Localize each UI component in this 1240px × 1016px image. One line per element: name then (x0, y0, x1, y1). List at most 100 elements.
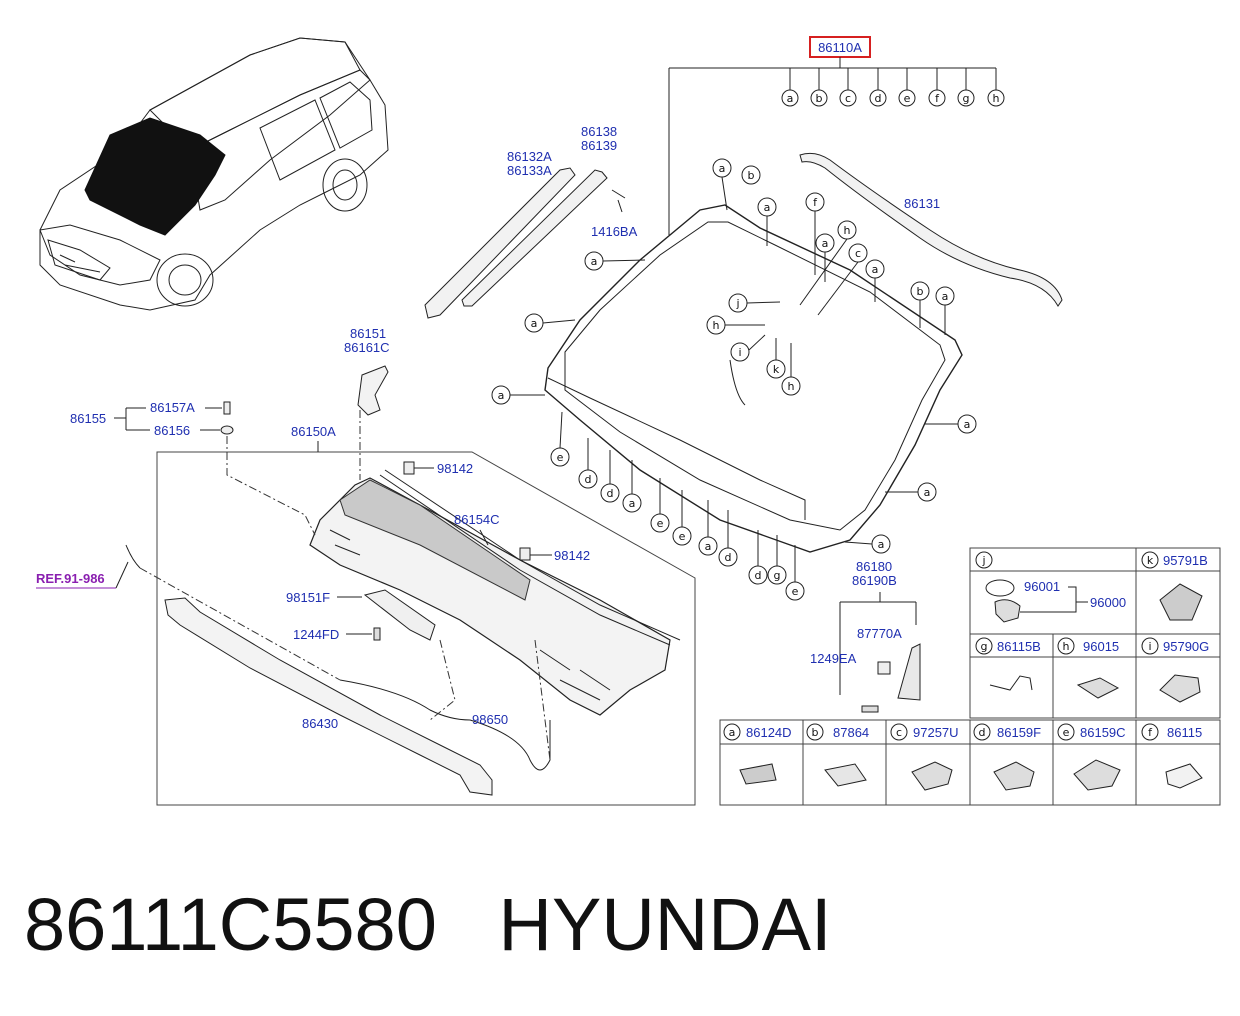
weatherstrip-86430[interactable] (164, 597, 493, 796)
callout: b (917, 285, 924, 298)
clip-1416BA (611, 189, 626, 213)
callout: d (607, 487, 614, 500)
callout: a (822, 237, 829, 250)
spacer-86124D-icon (739, 763, 777, 785)
part-label: 86131 (904, 196, 940, 211)
side-moulding-86132A[interactable] (424, 167, 576, 319)
leader-dash (534, 639, 551, 761)
clip-98142-2 (519, 547, 531, 561)
part-label: 98142 (554, 548, 590, 563)
part-label: 86180 (856, 559, 892, 574)
callout: j (735, 297, 739, 310)
cover-95791B-icon (1159, 583, 1203, 621)
letter-key: g (963, 92, 970, 105)
part-label: 86161C (344, 340, 390, 355)
part-label: 86155 (70, 411, 106, 426)
parts-diagram: 86110A a b c d e f g h 86132A 86133A 861… (36, 36, 1221, 806)
part-label: 86132A (507, 149, 552, 164)
callout: b (748, 169, 755, 182)
letter-key: h (993, 92, 1000, 105)
wire-86115B-icon (989, 675, 1033, 691)
svg-text:k: k (1147, 554, 1154, 567)
part-label: 87770A (857, 626, 902, 641)
part-label: 1244FD (293, 627, 339, 642)
part-label: 86151 (350, 326, 386, 341)
part-label: 86154C (454, 512, 500, 527)
callout: a (964, 418, 971, 431)
letter-key: e (904, 92, 911, 105)
svg-text:e: e (1063, 726, 1070, 739)
part-label: 1249EA (810, 651, 857, 666)
part-label: 86190B (852, 573, 897, 588)
letter-key: a (787, 92, 794, 105)
callout: d (585, 473, 592, 486)
legend-upper: j k 95791B 96001 96000 g 86115B h 96015 … (969, 547, 1221, 719)
windshield-callouts: a b a f a h c a b a a j h i k h a a a e … (491, 158, 977, 601)
callout: f (813, 196, 818, 209)
svg-text:j: j (981, 554, 985, 567)
windshield-glass[interactable] (544, 204, 963, 553)
legend-i-part: 95790G (1163, 639, 1209, 654)
legend-j-part1: 96001 (1024, 579, 1060, 594)
cap-86115-icon (1165, 763, 1203, 789)
legend-f-part: 86115 (1167, 725, 1202, 740)
callout: a (764, 201, 771, 214)
callout: a (942, 290, 949, 303)
callout: e (792, 585, 799, 598)
callout: e (679, 530, 686, 543)
caption-part-number: 86111C5580 (24, 883, 437, 966)
legend-d-part: 86159F (997, 725, 1041, 740)
main-part-label[interactable]: 86110A (809, 36, 871, 58)
side-moulding-86138[interactable] (461, 169, 608, 307)
callout: a (629, 497, 636, 510)
ref-pipe (125, 544, 141, 569)
caption-brand: HYUNDAI (498, 883, 832, 966)
main-part-letter-keys: a b c d e f g h (781, 89, 1005, 107)
legend-g-part: 86115B (997, 639, 1041, 654)
part-label: 86139 (581, 138, 617, 153)
callout: a (531, 317, 538, 330)
screw-1249EA (861, 705, 879, 713)
callout: a (498, 389, 505, 402)
part-label: 86133A (507, 163, 552, 178)
block-86159F-icon (993, 761, 1035, 791)
legend-lower: a 86124D b 87864 c 97257U d 86159F e 861… (719, 719, 1221, 806)
callout: a (872, 263, 879, 276)
cowl-side-cover[interactable] (357, 365, 389, 416)
part-label: 86150A (291, 424, 336, 439)
callout: a (878, 538, 885, 551)
pad-96015-icon (1076, 677, 1120, 699)
part-label: 86430 (302, 716, 338, 731)
svg-text:c: c (896, 726, 902, 739)
part-label: 86138 (581, 124, 617, 139)
pin-86157A (223, 401, 231, 415)
part-label: 98142 (437, 461, 473, 476)
legend-c-part: 97257U (913, 725, 959, 740)
part-label: 98650 (472, 712, 508, 727)
legend-b-part: 87864 (833, 725, 869, 740)
part-label: 86157A (150, 400, 195, 415)
main-part-leader (668, 57, 997, 235)
callout: g (774, 569, 781, 582)
callout: e (557, 451, 564, 464)
garnish-86180[interactable] (897, 643, 921, 701)
letter-key: b (816, 92, 823, 105)
svg-text:f: f (1148, 726, 1153, 739)
ref-label[interactable]: REF.91-986 (36, 571, 105, 586)
callout: a (924, 486, 931, 499)
callout: c (855, 247, 861, 260)
svg-text:g: g (981, 640, 988, 653)
callout: h (788, 380, 795, 393)
bracket-95790G-icon (1159, 674, 1201, 703)
clip-98142-1 (403, 461, 415, 475)
letter-key: d (875, 92, 882, 105)
callout: a (719, 162, 726, 175)
callout: d (725, 551, 732, 564)
callout: d (755, 569, 762, 582)
moulding-86131[interactable] (799, 152, 1063, 307)
clip-87770A (877, 661, 891, 675)
svg-text:i: i (1148, 640, 1151, 653)
bracket-98151F[interactable] (363, 589, 436, 641)
callout: h (713, 319, 720, 332)
callout: i (738, 346, 741, 359)
